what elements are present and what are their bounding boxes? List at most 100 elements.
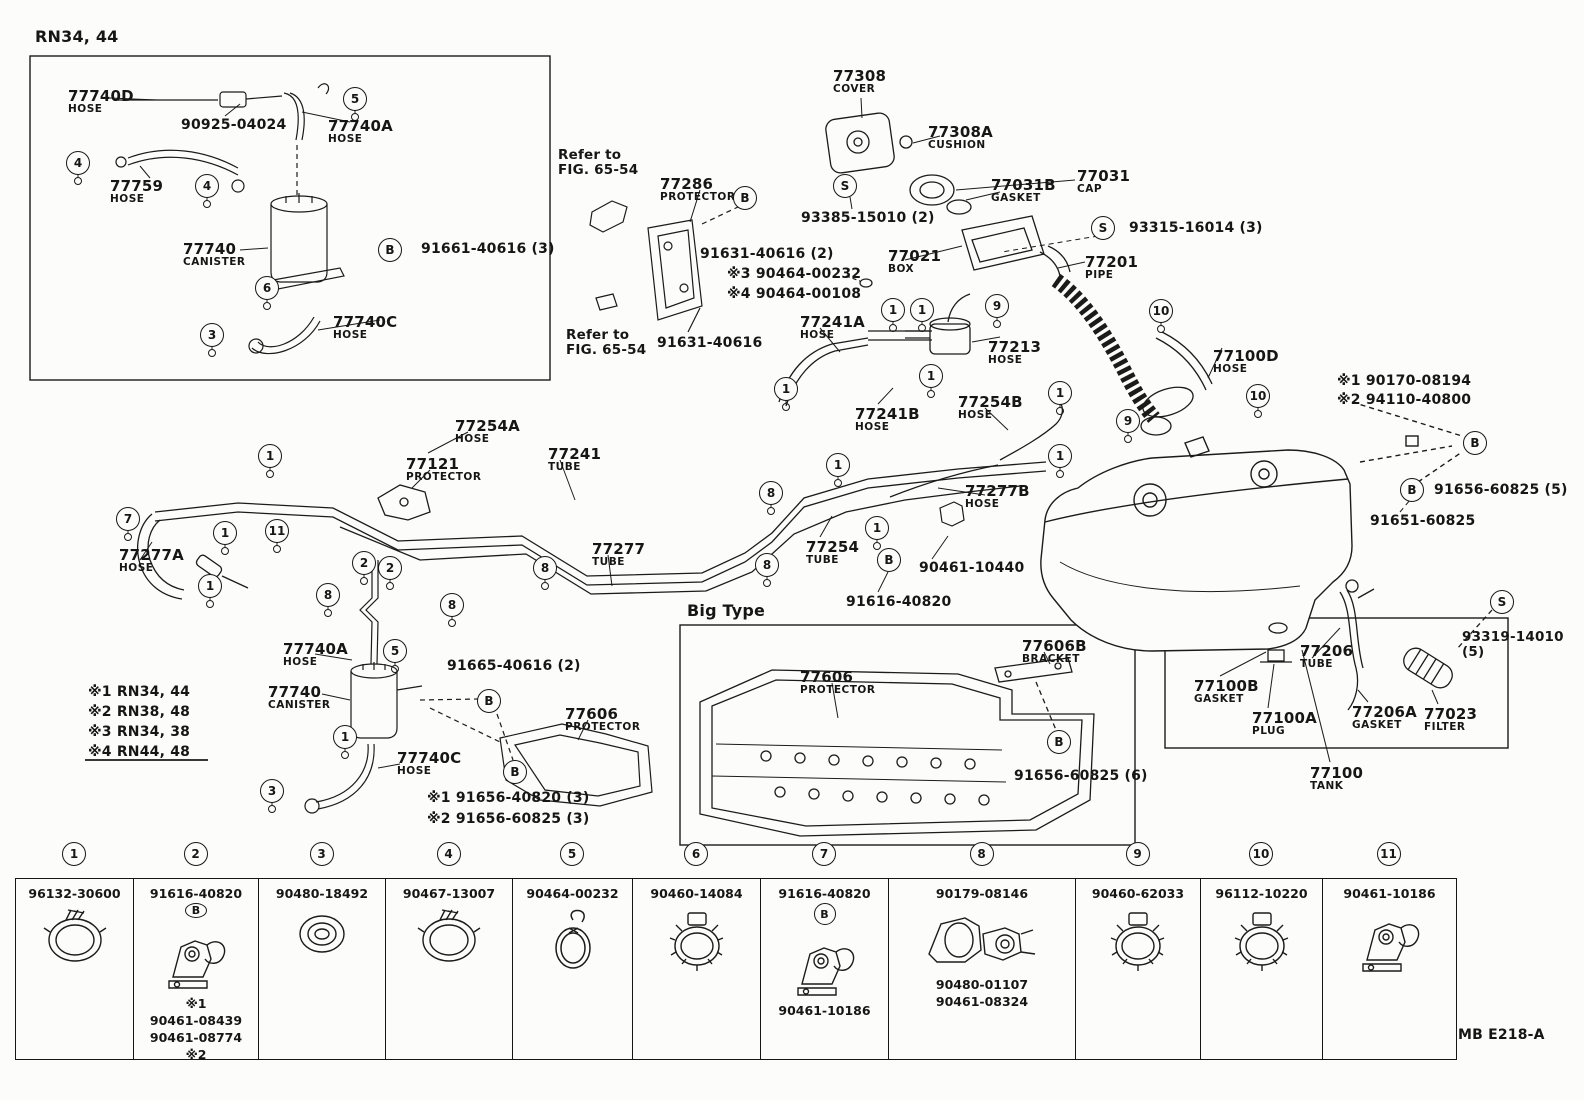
text-label-91665-40616-2: 91665-40616 (2) [447, 658, 581, 674]
callout-number-11: 11 [265, 519, 289, 543]
screw-clamp-icon [1227, 904, 1297, 974]
screw-clamp-icon [662, 904, 732, 974]
legend-ref-number: 9 [1125, 842, 1150, 866]
note-2-rn38-48: ※2 RN38, 48 [88, 704, 191, 720]
callout-number-8: 8 [316, 583, 340, 607]
callout-number-1: 1 [881, 298, 905, 322]
part-name: HOSE [800, 329, 835, 342]
part-number: 77206 [1300, 642, 1354, 660]
part-number: 77100 [1310, 764, 1364, 782]
big-type-title: Big Type [687, 601, 766, 620]
part-number: 77286 [660, 175, 714, 193]
part-number: 77606B [1022, 637, 1087, 655]
legend-ref-number: 10 [1249, 842, 1273, 866]
part-name: FIG. 65-54 [566, 341, 647, 358]
callout-letter-b: B [185, 903, 207, 918]
legend-column: 90460-14084 [633, 879, 761, 1059]
part-name: HOSE [68, 103, 103, 116]
part-name: TUBE [806, 554, 839, 567]
legend-ref-number: 3 [309, 842, 334, 866]
callout-number-1: 1 [1048, 444, 1072, 468]
part-name: PROTECTOR [565, 721, 641, 734]
legend-ref-number: 5 [560, 842, 584, 866]
part-number: 77031 [1077, 167, 1131, 185]
legend-part-number: 90179-08146 [935, 886, 1029, 901]
part-number: 77201 [1085, 253, 1139, 271]
callout-number-8: 8 [755, 553, 779, 577]
text-label-93315-16014-3: 93315-16014 (3) [1129, 220, 1263, 236]
part-name: TUBE [548, 461, 581, 474]
part-name: CUSHION [928, 139, 986, 152]
legend-part-number: 90461-08774 [149, 1030, 243, 1045]
callout-number-5: 5 [343, 87, 367, 111]
part-number: 93319-14010 [1462, 629, 1564, 645]
note-2-91656-60825-3: ※2 91656-60825 (3) [427, 811, 590, 827]
callout-letter-b: B [1400, 478, 1424, 502]
part-name: COVER [833, 83, 876, 96]
callout-number-10: 10 [1149, 299, 1173, 323]
callout-number-7: 7 [116, 507, 140, 531]
part-name: HOSE [988, 354, 1023, 367]
callout-number-8: 8 [440, 593, 464, 617]
part-number: 77100A [1252, 709, 1317, 727]
legend-header: 6 [632, 841, 760, 867]
drawing-code: MB E218-A [1458, 1027, 1545, 1043]
part-number: 77277 [592, 540, 646, 558]
part-number: 77031B [991, 176, 1056, 194]
legend-column: 90460-62033 [1076, 879, 1201, 1059]
part-number: 77740C [333, 313, 398, 331]
part-name: HOSE [333, 329, 368, 342]
text-label-90925-04024: 90925-04024 [181, 117, 287, 133]
part-name: HOSE [455, 433, 490, 446]
legend-ref-number: 7 [812, 842, 836, 866]
legend-part-number: 90480-01107 [935, 977, 1029, 992]
legend-part-number: 91616-40820 [149, 886, 243, 901]
part-name: PROTECTOR [800, 684, 876, 697]
part-number: 77308A [928, 123, 993, 141]
clamp-bracket-icon [159, 921, 233, 993]
part-number: 77241A [800, 313, 865, 331]
clamp-assembly-icon [921, 904, 1043, 974]
part-name: FIG. 65-54 [558, 161, 639, 178]
part-name: HOSE [855, 421, 890, 434]
legend-part-number: 90464-00232 [526, 886, 619, 901]
legend-ref-number: 8 [969, 842, 994, 866]
part-number: 77213 [988, 338, 1042, 356]
callout-letter-b: B [733, 186, 757, 210]
part-name: PLUG [1252, 725, 1286, 738]
legend-part-number: ※1 [185, 996, 207, 1011]
part-number: 77308 [833, 67, 887, 85]
part-name: TUBE [1300, 658, 1333, 671]
part-name: HOSE [958, 409, 993, 422]
callout-number-6: 6 [255, 276, 279, 300]
legend-part-number: 90460-62033 [1091, 886, 1185, 901]
callout-letter-b: B [503, 760, 527, 784]
legend-header: 2 [133, 841, 258, 867]
callout-number-4: 4 [195, 174, 219, 198]
callout-letter-s: S [833, 174, 857, 198]
legend-header: 10 [1200, 841, 1322, 867]
callout-letter-b: B [378, 238, 402, 262]
callout-number-1: 1 [865, 516, 889, 540]
part-name: HOSE [283, 656, 318, 669]
callout-number-4: 4 [66, 151, 90, 175]
note-3-90464-00232: ※3 90464-00232 [727, 266, 862, 282]
legend-header: 5 [512, 841, 632, 867]
part-number: Refer to [558, 147, 622, 163]
part-number: 77277A [119, 546, 184, 564]
part-number: 77241 [548, 445, 602, 463]
text-label-90461-10440: 90461-10440 [919, 560, 1025, 576]
